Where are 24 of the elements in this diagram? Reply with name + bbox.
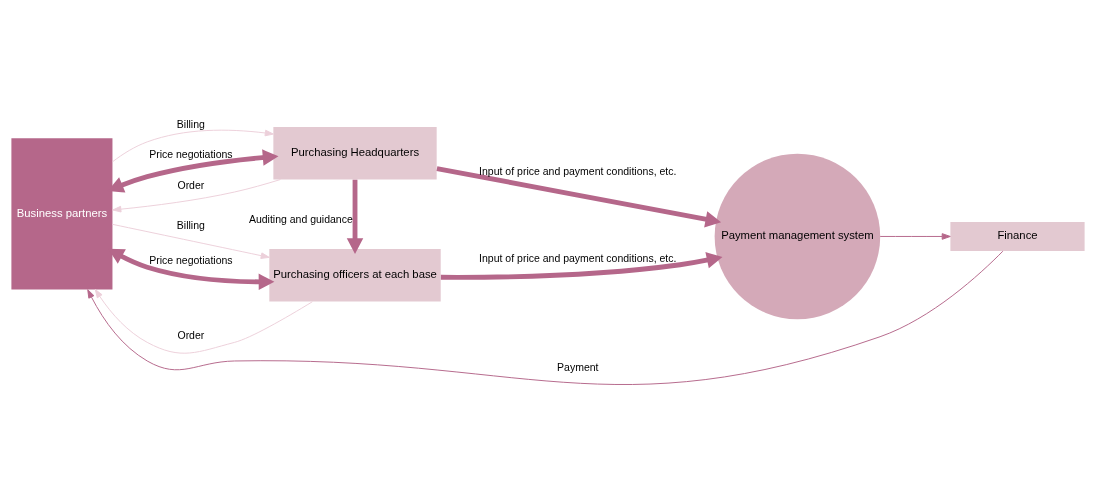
node-box: Finance: [950, 221, 1085, 251]
node-box: Purchasing officers at each base: [269, 249, 441, 302]
node-box: Purchasing Headquarters: [273, 126, 437, 180]
edge-label: Input of price and payment conditions, etc.: [479, 251, 677, 264]
arrow: [112, 223, 270, 259]
arrow: [346, 179, 364, 255]
node-box: Business partners: [11, 138, 113, 290]
edge-label: Input of price and payment conditions, etc.: [479, 165, 677, 178]
arrow: [440, 252, 723, 280]
arrow: [94, 289, 313, 354]
node-circle: Payment management system: [714, 153, 881, 320]
edge-label: Payment: [557, 361, 599, 374]
arrow: [112, 129, 274, 163]
edge-label: Price negotiations: [149, 148, 233, 161]
edge-label: Billing: [176, 218, 205, 231]
edge-label: Price negotiations: [149, 254, 233, 267]
arrow: [879, 233, 951, 240]
edge-label: Auditing and guidance: [248, 212, 353, 225]
arrow: [112, 179, 281, 213]
edge-label: Order: [177, 179, 205, 192]
arrow: [436, 166, 722, 228]
edge-label: Billing: [176, 117, 205, 130]
edge-label: Order: [177, 329, 205, 342]
arrow: [87, 250, 1004, 385]
